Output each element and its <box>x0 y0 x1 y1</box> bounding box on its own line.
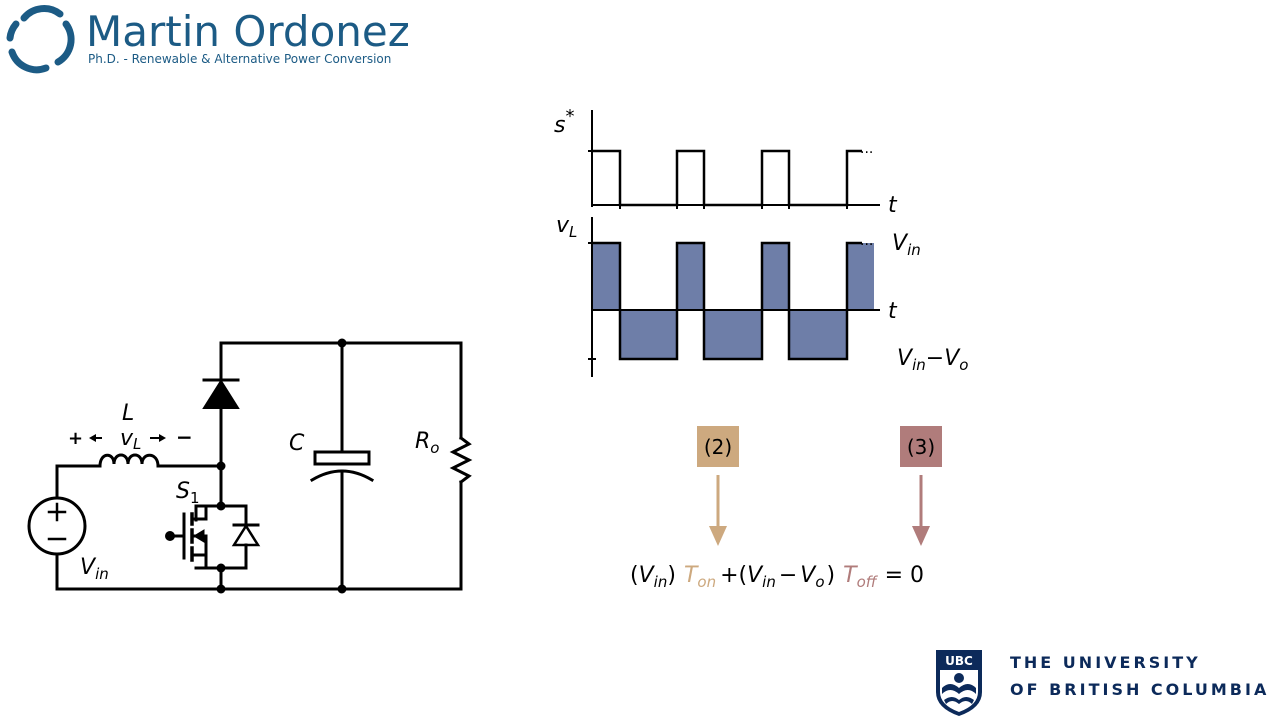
brand-logo: Martin Ordonez Ph.D. - Renewable & Alter… <box>6 5 410 74</box>
arrow-down-icon <box>912 526 930 546</box>
node-dot <box>216 563 226 573</box>
brand-subtitle: Ph.D. - Renewable & Alternative Power Co… <box>88 52 391 66</box>
node-dot <box>216 461 226 471</box>
capacitor-label: C <box>289 431 305 456</box>
high-level-label: Vin <box>892 231 921 259</box>
capacitor <box>309 341 375 591</box>
gate-signal-trace <box>592 149 862 207</box>
gate-tick-marks <box>619 200 848 209</box>
switch-label: S1 <box>176 479 200 507</box>
ubc-line-2: OF BRITISH COLUMBIA <box>1010 680 1269 699</box>
ubc-line-1: THE UNIVERSITY <box>1010 653 1201 672</box>
ubc-logo: UBC THE UNIVERSITY OF BRITISH COLUMBIA <box>936 650 1269 716</box>
time-label-bottom: t <box>888 299 898 324</box>
inductor-minus: − <box>176 425 193 449</box>
inductor-voltage-axis-label: vL <box>556 213 577 241</box>
ubc-crest-icon: UBC <box>936 650 982 716</box>
vl-continuation: ... <box>860 233 873 249</box>
node-dot <box>337 584 347 594</box>
annotation-tag-3: (3) <box>900 426 942 546</box>
source-label: Vin <box>80 555 109 583</box>
mosfet-switch <box>165 464 261 591</box>
time-label-top: t <box>888 193 898 218</box>
gate-signal-label: s* <box>554 106 574 138</box>
ubc-crest-text: UBC <box>945 654 973 668</box>
inductor-voltage-trace <box>592 241 862 361</box>
tag-2-text: (2) <box>704 435 732 459</box>
brand-name: Martin Ordonez <box>86 7 410 56</box>
inductor-voltage-label: vL <box>120 426 141 453</box>
annotation-tag-2: (2) <box>697 426 739 546</box>
node-dot <box>216 501 226 511</box>
gate-continuation: ... <box>860 141 873 157</box>
switching-waveforms: ... ... s* t vL <box>554 106 968 377</box>
node-dot <box>216 584 226 594</box>
arrow-down-icon <box>709 526 727 546</box>
inductor <box>98 453 160 468</box>
gate-signal-axes <box>588 110 880 207</box>
node-dot <box>337 338 347 348</box>
voltage-source <box>27 464 87 591</box>
boost-circuit <box>27 338 473 594</box>
inductor-plus: + <box>68 428 83 449</box>
volt-second-balance-equation: (Vin)Ton+(Vin−Vo)Toff= 0 <box>630 563 924 591</box>
inductor-voltage-area <box>592 243 874 359</box>
voltage-arrows <box>89 434 166 442</box>
resistor-label: Ro <box>415 429 439 457</box>
logo-ring-icon <box>6 5 75 74</box>
inductor-label: L <box>122 401 134 426</box>
tag-3-text: (3) <box>907 435 935 459</box>
low-level-label: Vin−Vo <box>897 346 968 374</box>
diode <box>202 341 240 409</box>
resistor <box>449 341 473 591</box>
